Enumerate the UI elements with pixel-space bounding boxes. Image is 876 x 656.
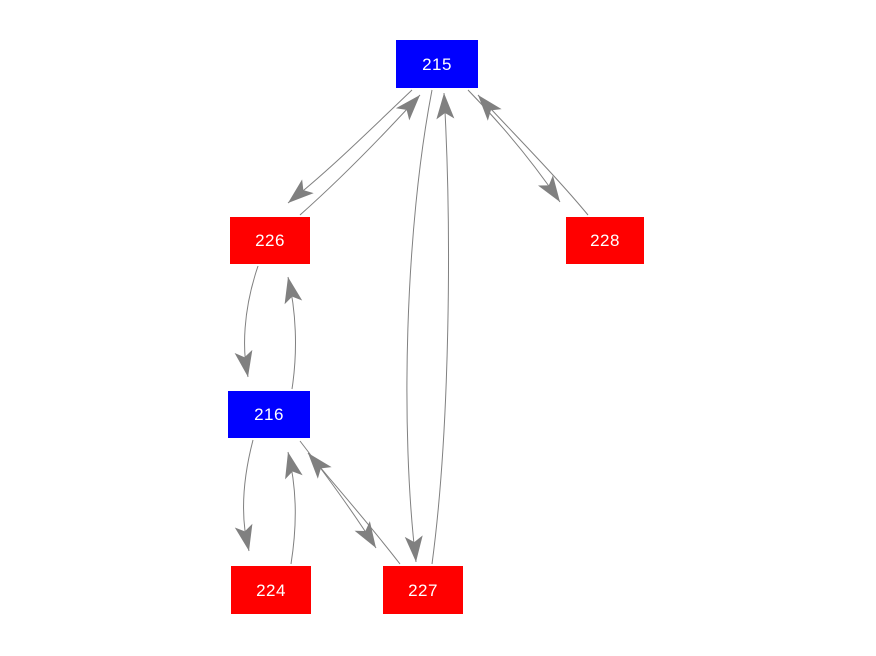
graph-node-224[interactable]: 224 [231,566,311,614]
graph-node-label: 216 [254,405,284,424]
graph-edge [307,452,401,565]
graph-edge [287,89,413,204]
edge-arrowhead [478,95,502,121]
graph-node-227[interactable]: 227 [383,566,463,614]
edge-arrowhead [395,95,420,121]
graph-edge [431,92,449,565]
graph-node-label: 226 [255,231,285,250]
edge-arrowhead [234,523,253,551]
graph-node-215[interactable]: 215 [396,40,478,88]
graph-edge [477,94,589,216]
graph-edge [406,89,433,563]
graph-node-228[interactable]: 228 [566,217,644,264]
graph-node-226[interactable]: 226 [230,217,310,264]
graph-node-label: 215 [422,54,452,74]
graph-node-216[interactable]: 216 [228,391,310,438]
edge-arrowhead [537,175,560,202]
graph-node-label: 228 [590,231,620,250]
edge-arrowhead [308,453,332,479]
graph-edge [467,89,561,203]
graph-node-label: 224 [256,580,286,600]
edge-arrowhead [436,93,455,120]
edge-arrowhead [234,349,253,377]
edge-arrowhead [285,452,303,480]
edge-arrowhead [404,535,423,562]
graph-edge [299,94,421,216]
edge-arrowhead [288,179,314,203]
graph-node-label: 227 [408,580,438,600]
edge-arrowhead [284,277,303,305]
